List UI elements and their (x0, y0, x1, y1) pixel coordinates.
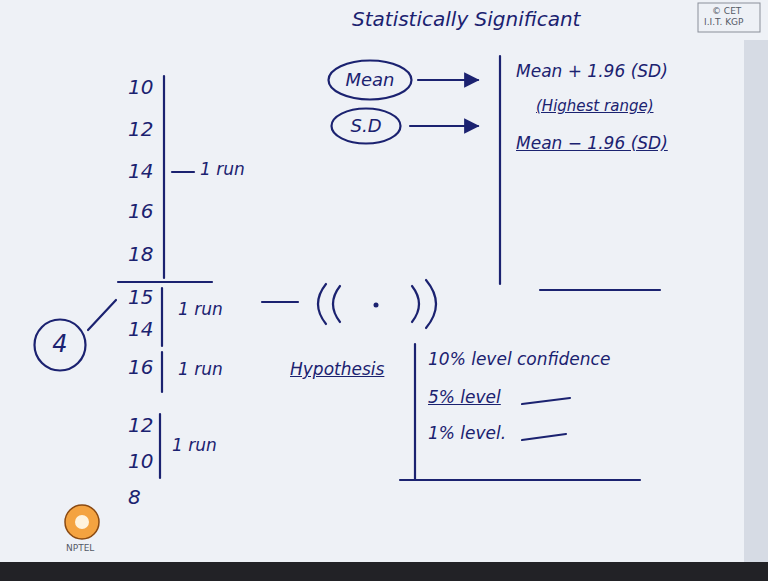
run-line (159, 414, 161, 478)
nptel-logo (65, 505, 99, 539)
circled-term: Mean (327, 59, 413, 101)
board-note: 10% level confidence (428, 350, 610, 370)
watermark-box (698, 3, 760, 32)
pointer-stroke (88, 300, 116, 330)
board-note: 1 run (200, 160, 245, 180)
dash (262, 301, 298, 303)
arrow (410, 125, 478, 127)
board-note: 14 (128, 160, 153, 183)
board-note: 1% level. (428, 424, 506, 444)
leader-line (522, 434, 566, 440)
board-note: 8 (128, 486, 141, 509)
separator-line (118, 281, 212, 283)
board-edge (744, 40, 768, 562)
board-note: 12 (128, 118, 153, 141)
board-note: (Highest range) (536, 98, 654, 115)
circled-text: Mean (327, 70, 413, 91)
board-note: 16 (128, 356, 153, 379)
watermark: NPTEL (66, 543, 94, 553)
bracket-line (499, 56, 501, 284)
board-note: 1 run (172, 436, 217, 456)
circled-term: S.D (330, 107, 402, 145)
board-note: 12 (128, 414, 153, 437)
board-note: Mean + 1.96 (SD) (516, 62, 668, 82)
heading: Statistically Significant (352, 8, 580, 31)
circled-text: 4 (33, 331, 87, 359)
board-note: 10 (128, 76, 153, 99)
bracket-line (414, 344, 416, 480)
board-note: 10 (128, 450, 153, 473)
dot (374, 303, 379, 308)
run-line (163, 76, 165, 278)
board-note: 1 run (178, 360, 223, 380)
board-note: 15 (128, 286, 153, 309)
bottom-band (0, 562, 768, 581)
paren (412, 286, 419, 322)
dash (172, 171, 194, 173)
rule-line (400, 479, 640, 481)
run-line (161, 352, 163, 392)
board-note: Hypothesis (290, 360, 384, 380)
paren (318, 284, 326, 324)
board-note: 5% level (428, 388, 501, 408)
watermark: I.I.T. KGP (704, 17, 744, 27)
leader-line (522, 398, 570, 404)
arrow (418, 79, 478, 81)
board-note: 16 (128, 200, 153, 223)
board-note: 1 run (178, 300, 223, 320)
board-note: 14 (128, 318, 153, 341)
circled-term: 4 (33, 318, 87, 372)
paren (426, 280, 436, 328)
board-note: 18 (128, 243, 153, 266)
watermark: © CET (712, 6, 741, 16)
paren (333, 286, 340, 322)
run-line (161, 288, 163, 346)
rule-line (540, 289, 660, 291)
circled-text: S.D (330, 116, 402, 137)
board-note: Mean − 1.96 (SD) (516, 134, 668, 154)
nptel-logo-core (75, 515, 89, 529)
